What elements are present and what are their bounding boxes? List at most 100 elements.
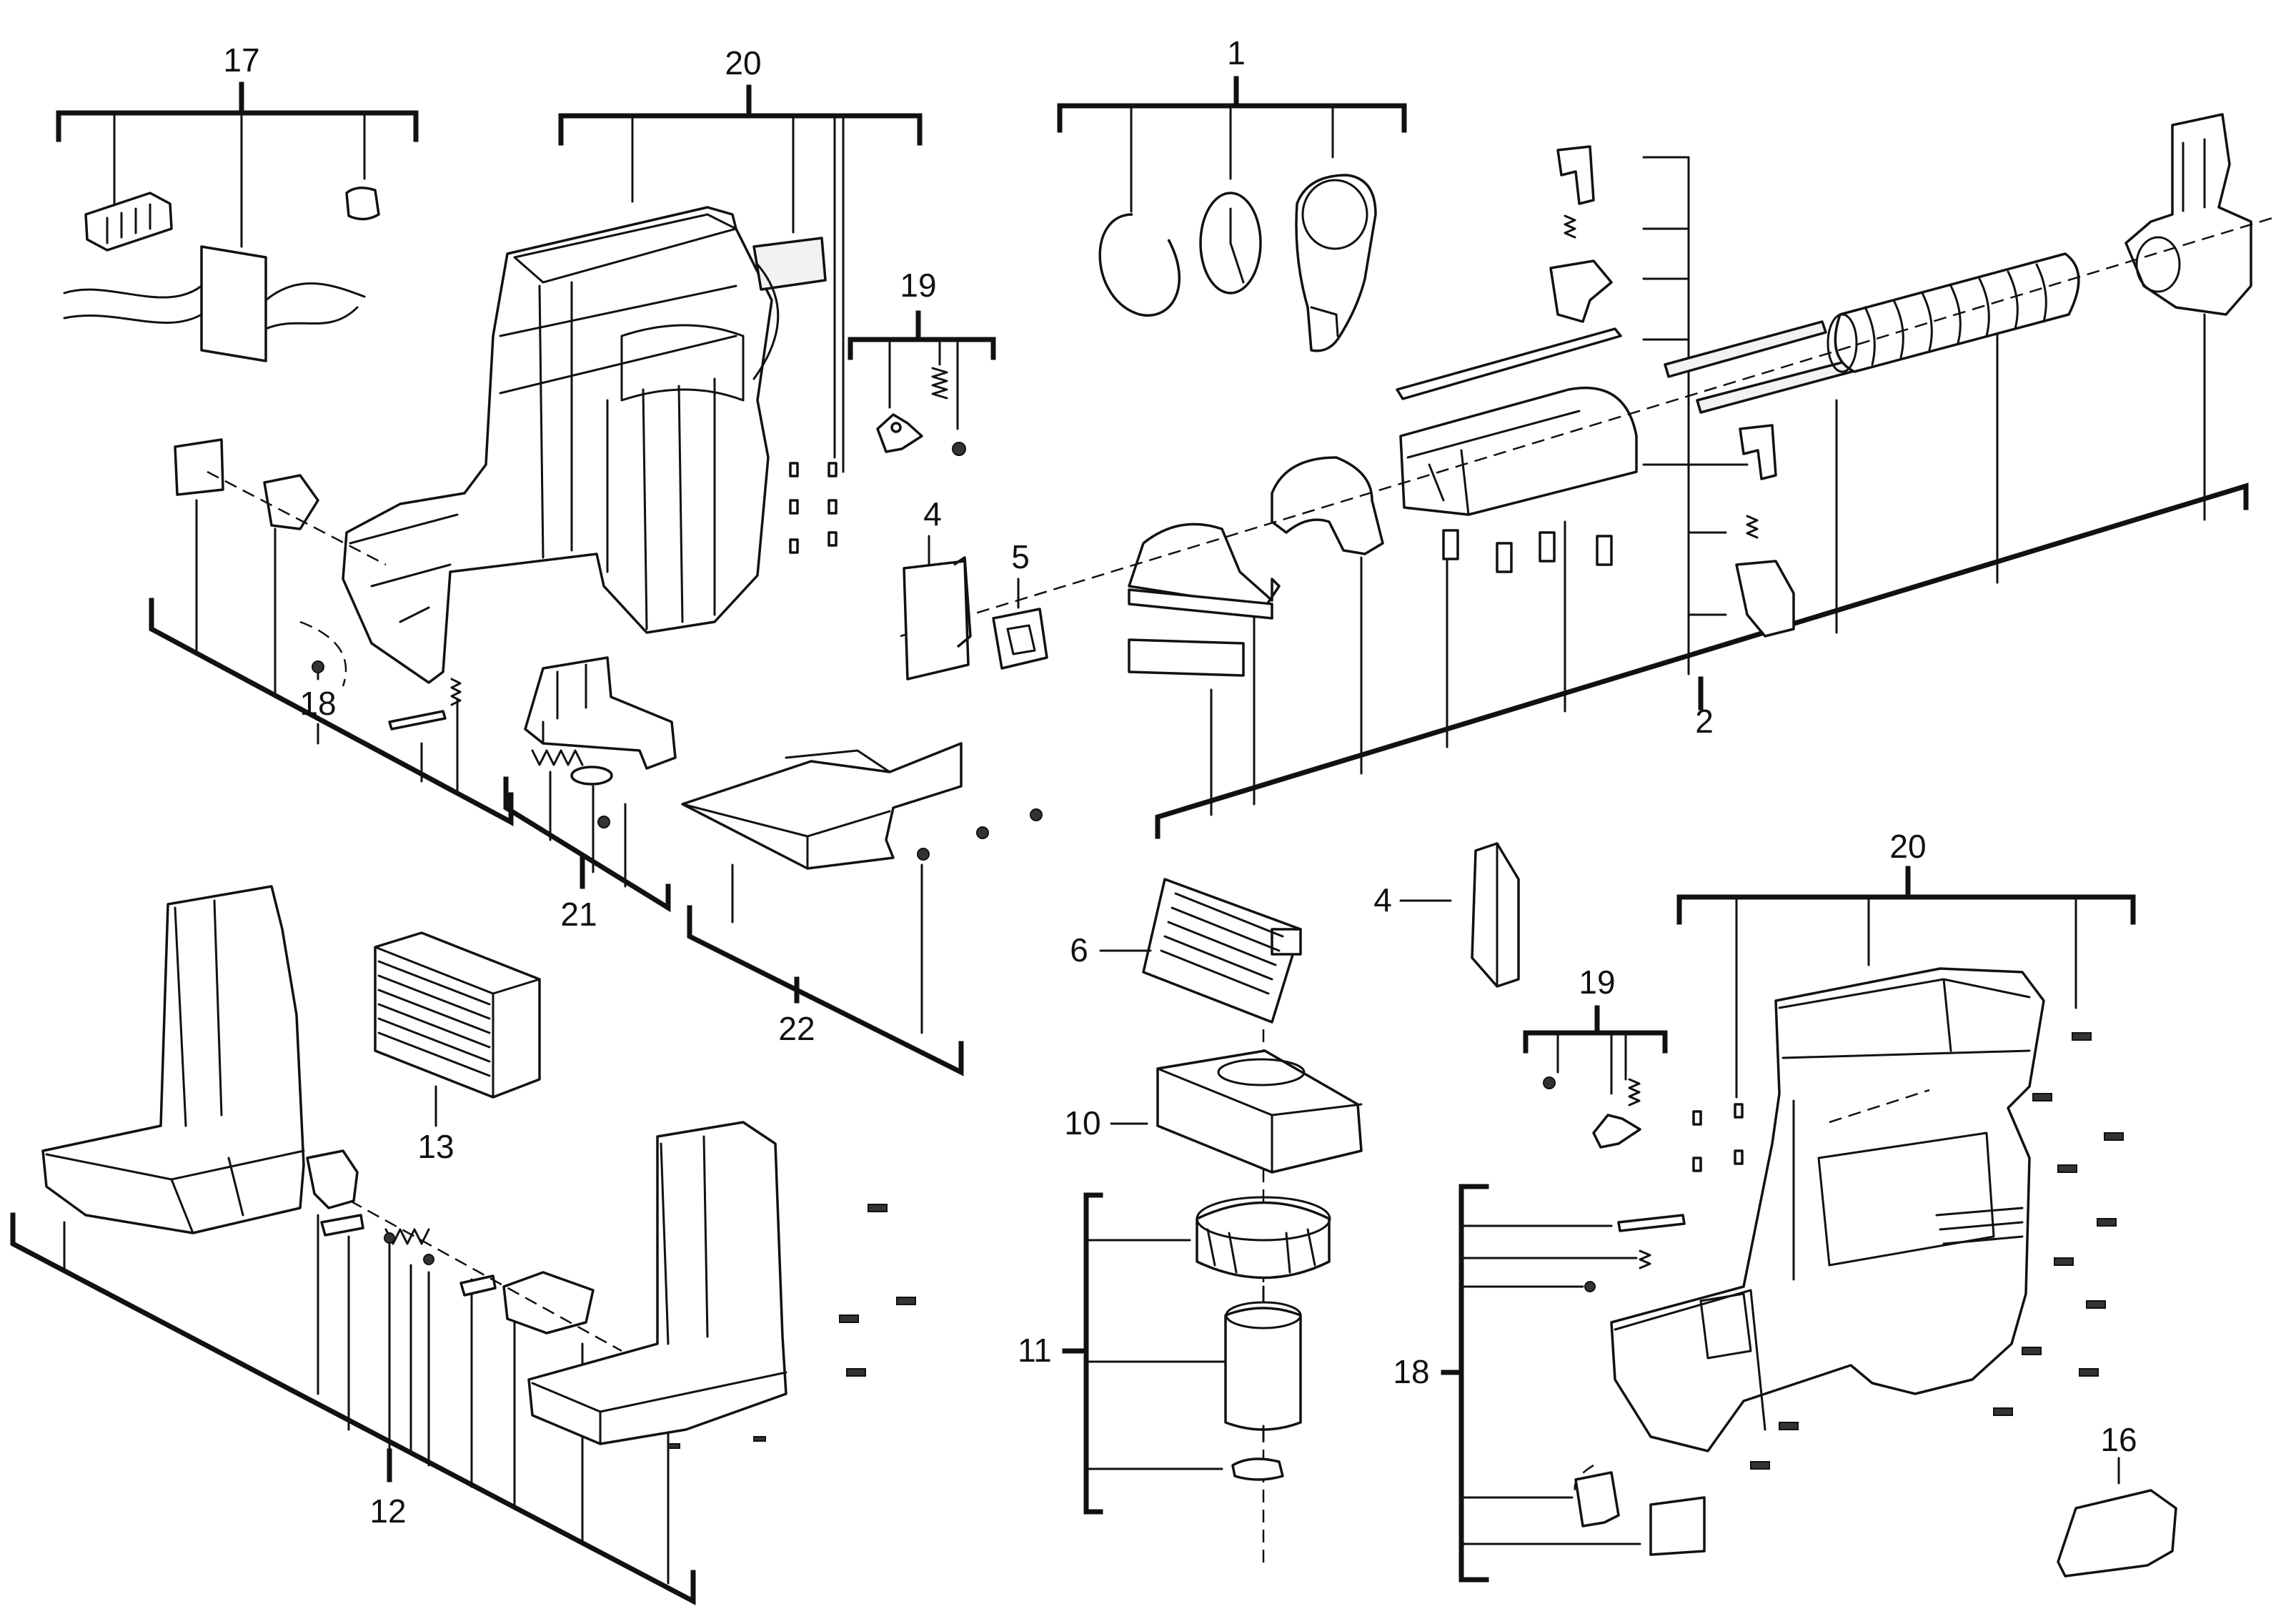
part-5: 5 [992,538,1048,670]
bracket-22 [687,905,964,1076]
leader-19-bottom [1556,1031,1627,1095]
bracket-17 [56,81,419,142]
axis-line-bottom-left [349,1199,622,1352]
bracket-2 [1155,482,2249,839]
leader-20-top [631,114,845,473]
part-2-latch-b [1735,560,1795,638]
group-20-top: 20 [342,44,923,684]
part-18-pin [388,710,447,731]
callout-19-top: 19 [900,267,936,304]
part-11-motor [1224,1307,1302,1431]
part-2-hose [1827,252,2080,373]
part-2-flange [1128,588,1273,620]
callout-11: 11 [1018,1332,1052,1369]
leader-21 [549,771,627,888]
part-12-latch [306,1149,359,1209]
leader-2 [1210,156,2206,816]
bracket-20-top [558,84,923,146]
part-18-plate-b [1649,1496,1706,1556]
part-12-housing-right [527,1121,787,1445]
part-13-filter [374,931,541,1099]
part-16: 16 [2057,1421,2177,1578]
bracket-19-top [848,310,996,360]
part-2-channel [1399,386,1638,516]
leader-12 [63,1214,670,1585]
leader-20-curve [752,263,780,380]
part-6-filter: 6 [1070,878,1302,1024]
part-12-housing-left [41,885,305,1234]
callout-4-top: 4 [923,495,942,533]
part-11-seal [1231,1457,1284,1481]
leader-17 [113,112,366,248]
screws-cluster-right [1750,1032,2124,1470]
group-19-top: 19 [848,267,996,456]
leader-1 [1130,104,1334,213]
part-17-pcb [200,245,267,362]
part-2-elbow [1128,523,1281,609]
group-12: 12 13 [10,885,787,1605]
part-18-latch-b [1574,1471,1620,1528]
leader-18-top [195,499,459,795]
callout-22: 22 [778,1010,815,1047]
part-21-bracket [524,656,677,770]
callout-10: 10 [1064,1104,1100,1142]
leader-20-bottom [1735,896,2077,1099]
part-12-spring [384,1228,430,1245]
part-17-cap [345,187,380,221]
callout-4-bottom: 4 [1373,881,1392,919]
callout-1: 1 [1227,34,1246,71]
callout-21: 21 [560,896,597,933]
part-21-washer [570,766,613,786]
part-19-catch-b [1592,1114,1641,1149]
bracket-21 [503,776,671,913]
part-19-screw [952,442,966,456]
group-20-bottom: 20 [1574,828,2136,1510]
leader-18-bottom [1460,1224,1641,1545]
part-1-circlip [1098,213,1181,317]
part-2-strip-a [1664,320,1827,378]
axis-line-left [207,470,387,687]
group-1: 1 [1057,34,1407,352]
group-21: 21 [503,656,677,933]
bracket-11 [1062,1192,1103,1515]
part-22-shelf [681,742,963,870]
callout-5: 5 [1011,538,1030,575]
callout-12: 12 [369,1492,406,1530]
part-2-seal-long [1396,327,1622,400]
part-18-latch [263,474,319,530]
part-2-strip-b [1696,356,1867,414]
leader-19-top [888,338,959,430]
part-20-housing-right [1610,967,2045,1452]
part-19-spring [931,367,948,400]
callout-16: 16 [2100,1421,2137,1458]
part-2-spring-b [1746,515,1759,539]
leader-11 [1085,1239,1227,1470]
group-11: 11 [1018,1192,1331,1515]
part-12-button [502,1271,595,1335]
part-4-bottom: 4 [1373,842,1520,988]
callout-6: 6 [1070,931,1088,969]
part-18-plate [174,438,224,496]
part-17-connector [84,192,173,252]
callout-17: 17 [223,41,259,79]
bracket-19-bottom [1523,1005,1668,1054]
group-2: 2 [1128,113,2252,839]
part-19-screw-b [1543,1076,1556,1089]
part-10-fan-cover: 10 [1064,1049,1363,1174]
part-21-screw [597,816,610,828]
bracket-1 [1057,76,1407,133]
callout-2: 2 [1695,703,1714,740]
group-22: 22 [681,742,1043,1076]
part-19-catch [876,413,923,453]
bracket-12 [10,1212,696,1605]
group-18-bottom: 18 [1393,1184,1706,1583]
leader-22 [731,863,923,1034]
part-2-gasket [1128,638,1245,677]
callout-19-bottom: 19 [1579,964,1615,1001]
part-4-top: 4 [903,495,972,680]
callout-20-bottom: 20 [1889,828,1926,865]
part-20-cover-strip [752,237,827,291]
callout-18-top: 18 [299,685,336,722]
part-2-clip-top [1556,145,1595,205]
